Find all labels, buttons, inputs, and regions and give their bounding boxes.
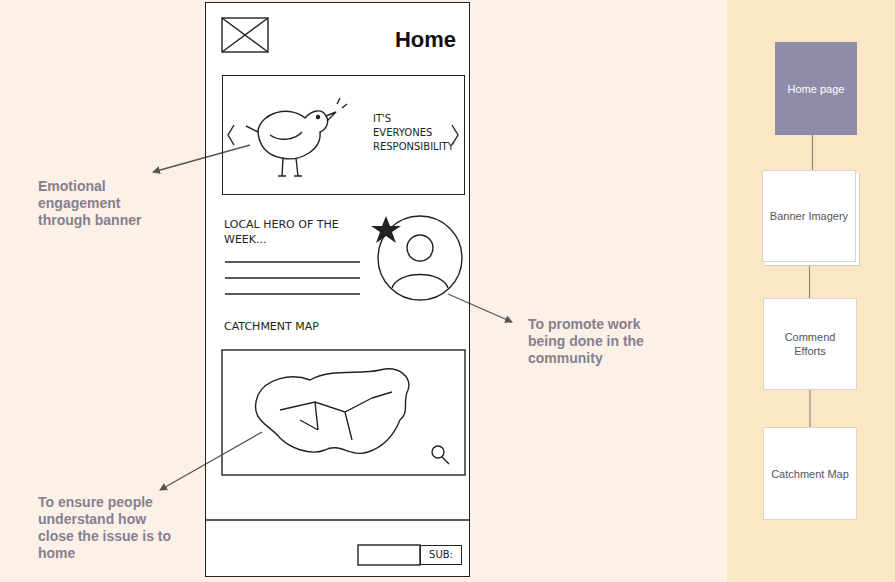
connector <box>809 262 810 298</box>
section-heading: CATCHMENT MAP <box>224 319 374 334</box>
phone-sheet <box>205 2 470 577</box>
button-label: SUB: <box>429 548 453 562</box>
section-label: Catchment Map <box>771 467 849 481</box>
subscribe-button: SUB: <box>420 545 462 565</box>
banner-slogan: IT'S EVERYONES RESPONSIBILITY <box>373 112 451 154</box>
banner-box: IT'S EVERYONES RESPONSIBILITY <box>222 75 465 195</box>
connector <box>812 135 813 170</box>
section-box: Banner Imagery <box>762 170 856 262</box>
connector <box>809 390 810 427</box>
section-heading: LOCAL HERO OF THE WEEK... <box>224 217 374 247</box>
annotation: Emotional engagement through banner <box>38 178 150 229</box>
page-box: Home page <box>775 42 857 135</box>
page-label: Home page <box>788 82 845 96</box>
section-label: Commend Efforts <box>770 330 850 358</box>
page-title: Home <box>356 27 456 53</box>
phone-frame: HomeLOCAL HERO OF THE WEEK... CATCHMENT M… <box>205 2 470 577</box>
sketch <box>205 18 470 565</box>
side-panel <box>727 0 895 582</box>
section-label: Banner Imagery <box>770 209 848 223</box>
annotation: To ensure people understand how close th… <box>38 494 174 562</box>
leader-lines <box>153 145 512 490</box>
annotation: To promote work being done in the commun… <box>528 316 650 367</box>
section-box: Catchment Map <box>763 427 857 520</box>
star-icon <box>371 216 401 243</box>
section-box: Commend Efforts <box>763 298 857 390</box>
